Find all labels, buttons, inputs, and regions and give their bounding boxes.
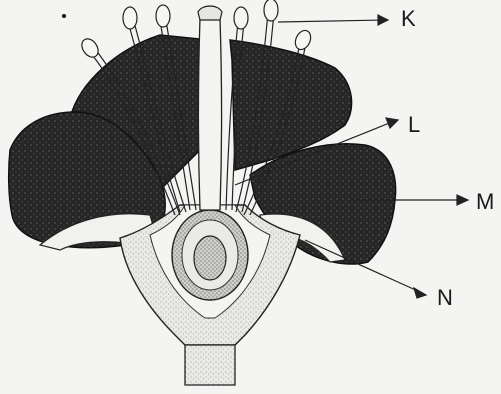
label-k: K — [401, 8, 416, 30]
stigma — [198, 6, 222, 20]
arrow-k — [278, 20, 384, 22]
speck — [62, 14, 66, 18]
pedicel — [185, 345, 235, 385]
label-m: M — [476, 191, 494, 213]
label-l: L — [408, 114, 420, 136]
style — [199, 11, 222, 211]
label-n: N — [437, 287, 453, 309]
ovule — [194, 236, 226, 280]
